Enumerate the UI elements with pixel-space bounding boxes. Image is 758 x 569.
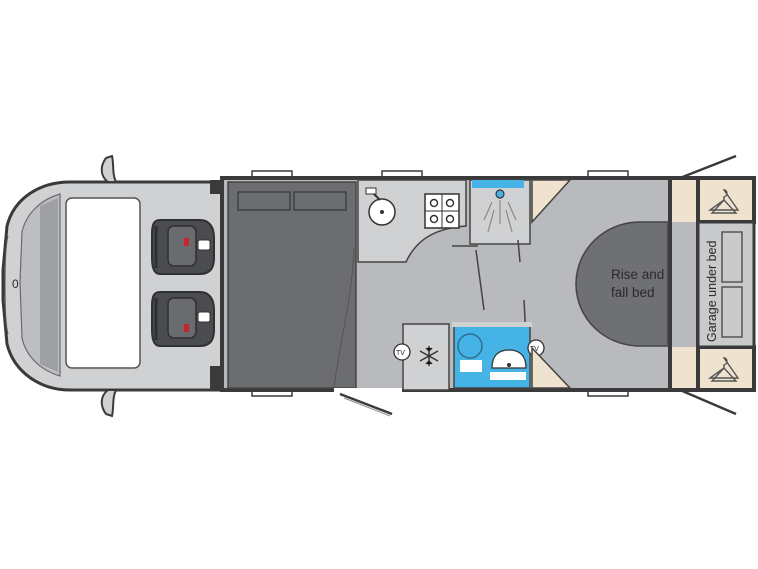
- cab: 0: [1, 154, 224, 418]
- bed-label-line1: Rise and: [611, 267, 664, 282]
- fridge-unit: TV: [393, 323, 450, 391]
- entrance-door: [333, 247, 402, 417]
- wardrobe-bottom: [672, 347, 698, 388]
- seat-icon: [151, 219, 215, 275]
- tv-label-right: TV: [530, 346, 539, 353]
- snowflake-icon: [419, 346, 439, 366]
- rear-end: Garage under bed: [668, 154, 756, 416]
- side-windows: [251, 170, 629, 397]
- hob-icon: [424, 193, 460, 229]
- rise-and-fall-bed: [575, 221, 669, 347]
- hanger-icon: [707, 189, 740, 214]
- wardrobe-top: [672, 180, 698, 222]
- pillow-left: [237, 191, 291, 211]
- garage: [696, 220, 756, 349]
- hanging-wardrobe-top: [696, 176, 756, 224]
- tv-label-left: TV: [396, 350, 405, 357]
- shower: [469, 179, 531, 245]
- step-top: [531, 179, 572, 224]
- front-bed: [227, 181, 357, 389]
- tv-icon: TV: [393, 343, 411, 361]
- mirror-right: [100, 389, 118, 418]
- step-bottom: [531, 346, 572, 389]
- sink-icon: [365, 187, 396, 226]
- seat-icon: [151, 291, 215, 347]
- washroom: TV: [452, 322, 545, 389]
- pillow-right: [293, 191, 347, 211]
- dash-mark: 0: [12, 277, 19, 291]
- garage-label: Garage under bed: [705, 240, 719, 342]
- hanger-icon: [707, 357, 740, 382]
- mirror-left: [100, 154, 118, 183]
- basin-icon: [490, 349, 527, 380]
- bed-label-line2: fall bed: [611, 285, 655, 300]
- windscreen-area: [65, 197, 141, 369]
- kitchen: [357, 179, 467, 263]
- shower-icon: [483, 189, 517, 233]
- hanging-wardrobe-bottom: [696, 345, 756, 392]
- toilet-icon: [457, 333, 483, 372]
